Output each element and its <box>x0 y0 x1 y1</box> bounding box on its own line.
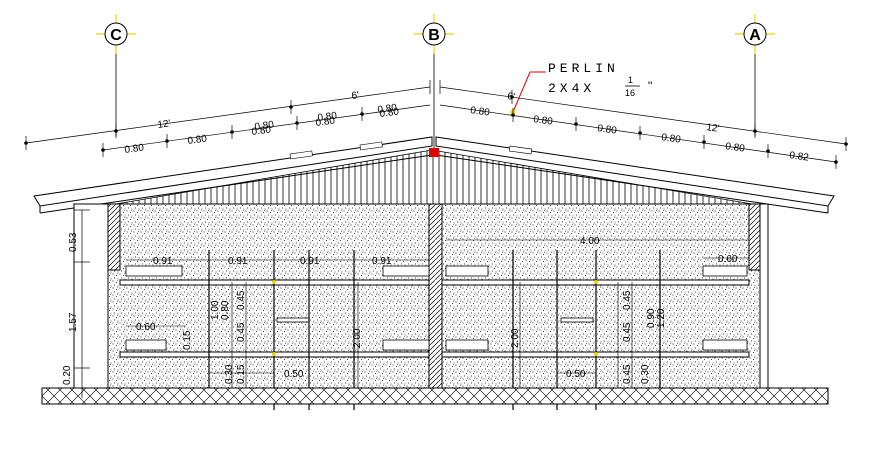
grid-marker-a: A <box>735 14 775 54</box>
dim-vert-top: 0.53 <box>68 232 79 252</box>
dim-inner: 0.15 <box>236 364 247 384</box>
grid-lines <box>115 52 756 150</box>
vertical-dimension-line <box>74 209 90 398</box>
rafter-dim: 0.80 <box>315 115 336 129</box>
rafter-dim: 0.80 <box>470 105 491 119</box>
column-center <box>428 203 443 389</box>
rafter-dim: 0.82 <box>789 150 810 164</box>
wall-right <box>439 203 761 389</box>
wall-ledges <box>125 265 748 351</box>
post-markers <box>272 280 598 356</box>
dim-inner: 0.90 <box>646 308 657 328</box>
dim-inner: 0.80 <box>220 300 231 320</box>
post-left <box>73 203 109 405</box>
rafter-dim: 0.80 <box>187 133 208 147</box>
rafter-dim: 0.80 <box>597 123 618 137</box>
dim-inner: 0.45 <box>622 322 633 342</box>
callout-line2: 2X4X <box>548 81 595 96</box>
dim-inner: 0.15 <box>182 330 193 350</box>
dim-inner: 4.00 <box>580 236 600 247</box>
dim-inner: 0.60 <box>718 254 738 265</box>
dim-inner: 1.00 <box>210 300 221 320</box>
dim-inner: 0.45 <box>236 322 247 342</box>
dim-inner: 0.60 <box>136 322 156 333</box>
rafter-dim: 0.80 <box>379 106 400 120</box>
roof-dimension-lines <box>25 80 847 169</box>
rafter-dim: 0.80 <box>124 142 145 156</box>
roof-dimension-dots <box>24 95 848 164</box>
callout-unit: " <box>648 79 652 93</box>
ridge-marker <box>429 148 439 157</box>
dim-inner: 0.30 <box>224 364 235 384</box>
dim-inner: 0.50 <box>284 369 304 380</box>
dim-inner: 2.00 <box>510 328 521 348</box>
callout-frac-num: 1 <box>628 75 633 85</box>
rafter-dim: 0.80 <box>317 110 338 124</box>
callout-frac-den: 16 <box>625 88 635 98</box>
dim-inner: 0.30 <box>640 364 651 384</box>
dim-left-half: 6' <box>351 90 360 102</box>
interior-posts <box>208 250 661 410</box>
grid-label-c: C <box>110 27 122 44</box>
dim-inner: 0.91 <box>228 256 248 267</box>
post-right <box>759 203 769 405</box>
grid-label-b: B <box>428 27 440 44</box>
dim-inner: 2.00 <box>352 328 363 348</box>
grid-label-a: A <box>749 27 761 44</box>
dim-inner: 0.91 <box>372 256 392 267</box>
column-right <box>748 203 761 271</box>
perlin-callout: PERLIN 2X4X 1 16 " <box>510 61 652 115</box>
dim-inner: 0.91 <box>153 256 173 267</box>
dim-vert-bottom: 0.20 <box>62 365 73 385</box>
grid-marker-c: C <box>96 14 136 54</box>
purlins <box>289 141 533 160</box>
rafter-dim: 0.80 <box>254 119 275 133</box>
dim-right-span: 12' <box>706 122 721 135</box>
dim-inner: 0.45 <box>622 290 633 310</box>
wall-left <box>107 203 435 389</box>
rafter-dim: 0.80 <box>377 102 398 116</box>
dim-inner: 1.20 <box>656 308 667 328</box>
rafter-dim: 0.80 <box>533 114 554 128</box>
dim-right-half: 6' <box>507 91 516 103</box>
dim-inner: 0.45 <box>236 290 247 310</box>
dim-left-span: 12' <box>157 118 172 131</box>
grid-marker-b: B <box>414 14 454 54</box>
dim-inner: 0.91 <box>300 256 320 267</box>
rafter-dim: 0.80 <box>251 124 272 138</box>
rafter-dim: 0.80 <box>725 141 746 155</box>
dim-vert-middle: 1.57 <box>68 312 79 332</box>
roof-right <box>435 136 835 214</box>
column-left <box>107 203 121 271</box>
ground-strip <box>41 387 829 405</box>
dim-inner: 0.45 <box>622 364 633 384</box>
callout-line1: PERLIN <box>548 61 619 76</box>
dim-inner: 0.50 <box>566 369 586 380</box>
rafter-dim: 0.80 <box>661 132 682 146</box>
inner-dimension-lines <box>126 239 749 388</box>
